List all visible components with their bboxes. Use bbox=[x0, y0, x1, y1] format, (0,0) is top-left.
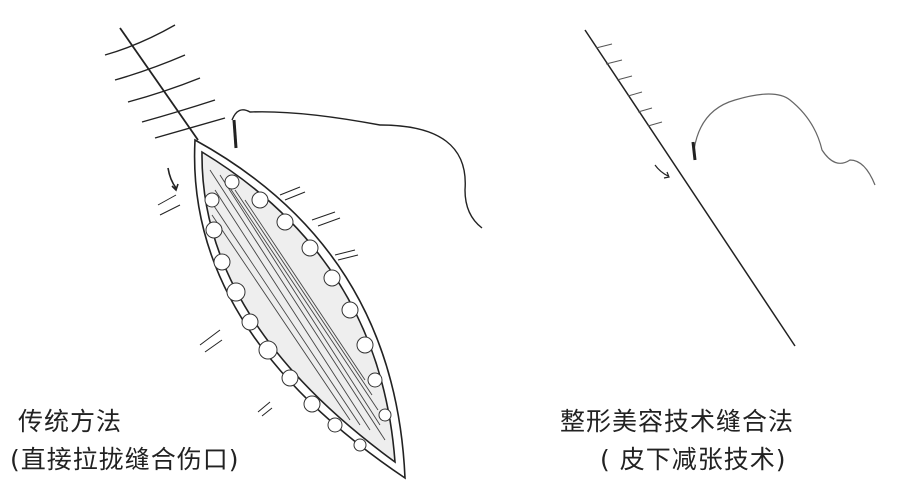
stitches bbox=[104, 24, 226, 139]
cosmetic-method-subtitle: ( 皮下减张技术) bbox=[600, 445, 787, 474]
suture-thread bbox=[231, 109, 483, 229]
wound-tissue-lines bbox=[209, 169, 386, 441]
needle-icon bbox=[691, 141, 697, 161]
traditional-method-title: 传统方法 bbox=[18, 407, 123, 436]
direction-arrow-icon bbox=[654, 164, 670, 179]
fat-lobules bbox=[204, 174, 392, 452]
direction-arrow-icon bbox=[167, 167, 179, 192]
needle-icon bbox=[232, 119, 238, 149]
cosmetic-suture-drawing bbox=[584, 29, 876, 347]
suture-thread bbox=[693, 93, 876, 186]
cosmetic-method-title: 整形美容技术缝合法 bbox=[560, 407, 795, 436]
incision-line bbox=[584, 29, 796, 347]
skin-tension-marks bbox=[157, 186, 359, 417]
traditional-method-subtitle: (直接拉拢缝合伤口) bbox=[10, 445, 240, 474]
traditional-wound-drawing bbox=[104, 24, 483, 480]
suture-line bbox=[119, 27, 199, 141]
subcutaneous-stitch-marks bbox=[595, 43, 663, 127]
